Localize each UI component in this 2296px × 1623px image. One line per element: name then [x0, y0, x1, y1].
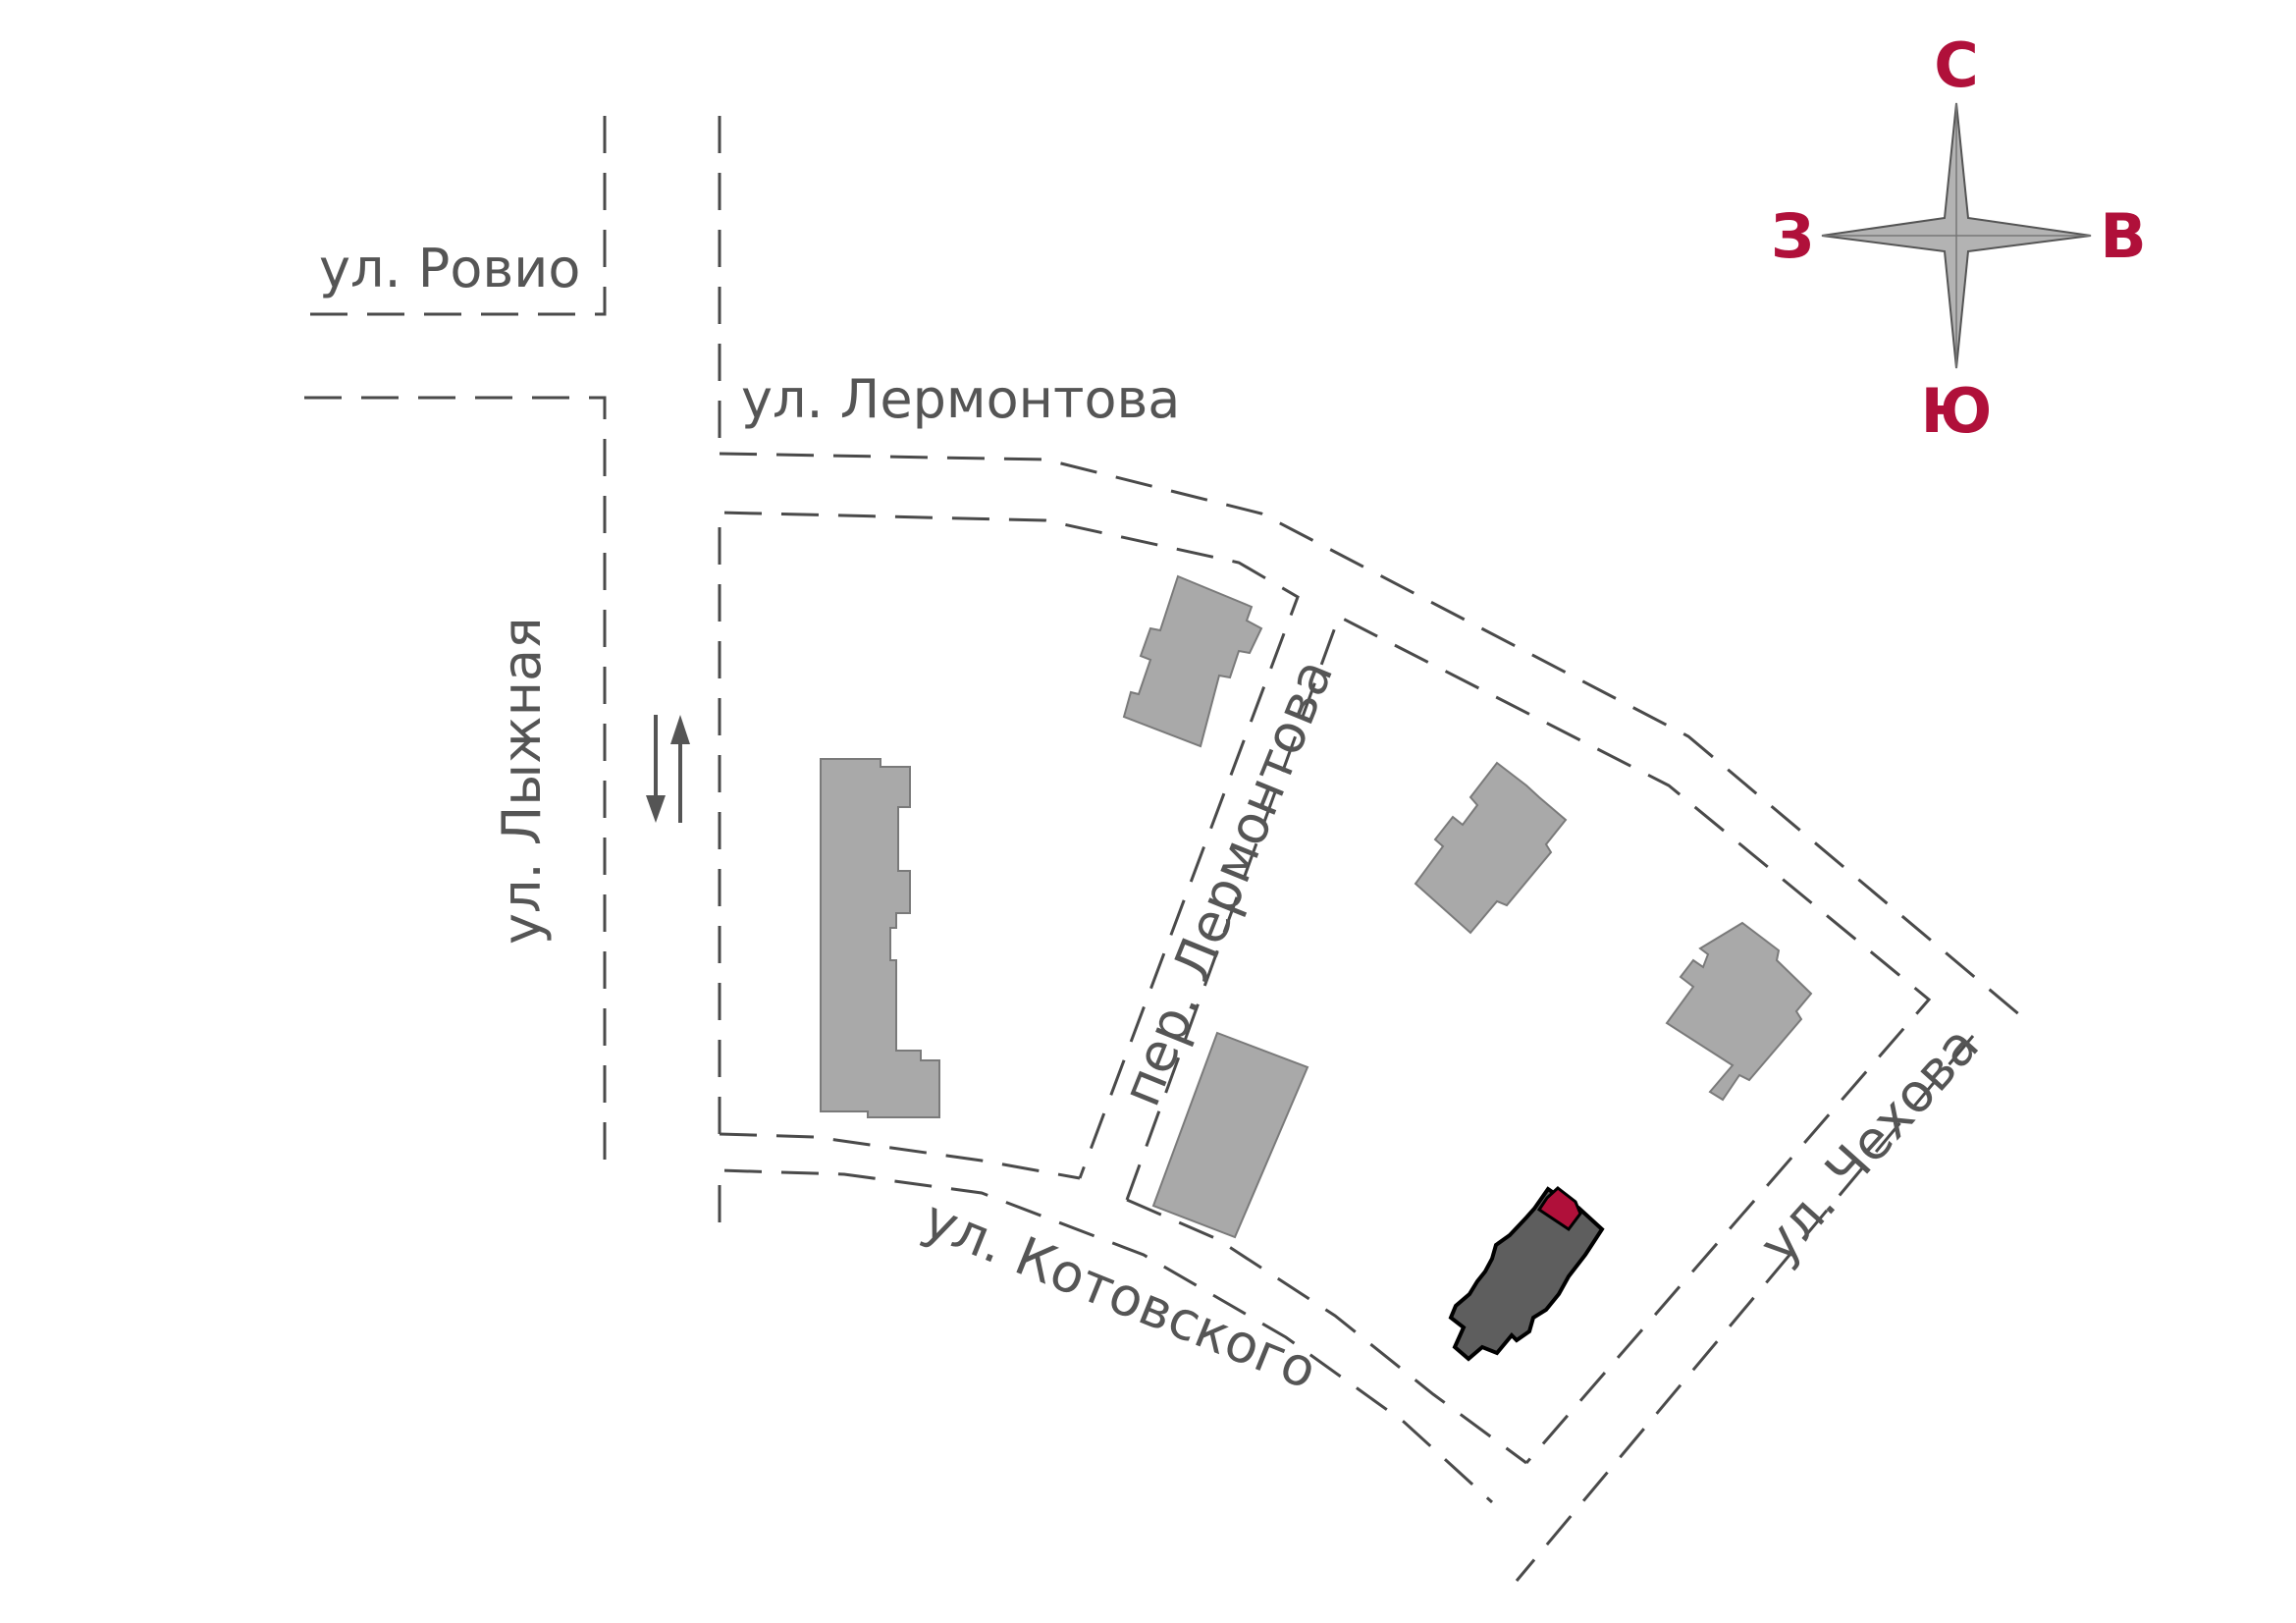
- road-edge-chekhova-east: [1515, 1035, 1975, 1582]
- street-label-chekhova: ул. Чехова: [1747, 1014, 1991, 1275]
- street-label-rovio: ул. Ровио: [319, 238, 580, 299]
- compass-north-label: С: [1934, 29, 1979, 101]
- road-edge-kotovskogo-north-east: [1126, 1198, 1527, 1465]
- compass-west-label: З: [1771, 200, 1814, 272]
- building-long-west: [820, 758, 940, 1118]
- building-highlighted[interactable]: [1448, 1186, 1605, 1362]
- road-edge-kotovskogo-north: [719, 1132, 1081, 1180]
- street-label-kotovskogo: ул. Котовского: [915, 1188, 1325, 1402]
- building-east-upper: [1414, 761, 1568, 935]
- road-edge-kotovskogo-south: [718, 1168, 1494, 1504]
- road-network: [304, 116, 2028, 1582]
- two-way-traffic-arrows-icon: [646, 715, 690, 823]
- building-highlight-marker: [1536, 1186, 1582, 1232]
- street-label-lermontova: ул. Лермонтова: [741, 368, 1180, 430]
- compass-rose-icon: С Ю З В: [1771, 29, 2147, 447]
- road-edge-per-lermontova-east: [1125, 614, 1932, 1464]
- compass-east-label: В: [2100, 200, 2146, 272]
- building-per-lermontova-south: [1151, 1031, 1309, 1239]
- road-edge-lyzhnaya-west-lower: [304, 396, 607, 1178]
- compass-south-label: Ю: [1921, 375, 1993, 447]
- road-edge-lyzhnaya-west: [304, 116, 607, 316]
- road-edge-lermontova-north: [719, 452, 2028, 1023]
- buildings: [820, 574, 1813, 1362]
- building-north-small: [1122, 574, 1263, 748]
- street-labels: ул. Ровио ул. Лермонтова ул. Лыжная пер.…: [319, 238, 1991, 1401]
- road-edge-lermontova-south: [718, 511, 1300, 1179]
- building-east-lower: [1665, 921, 1813, 1102]
- street-label-lyzhnaya: ул. Лыжная: [491, 617, 553, 945]
